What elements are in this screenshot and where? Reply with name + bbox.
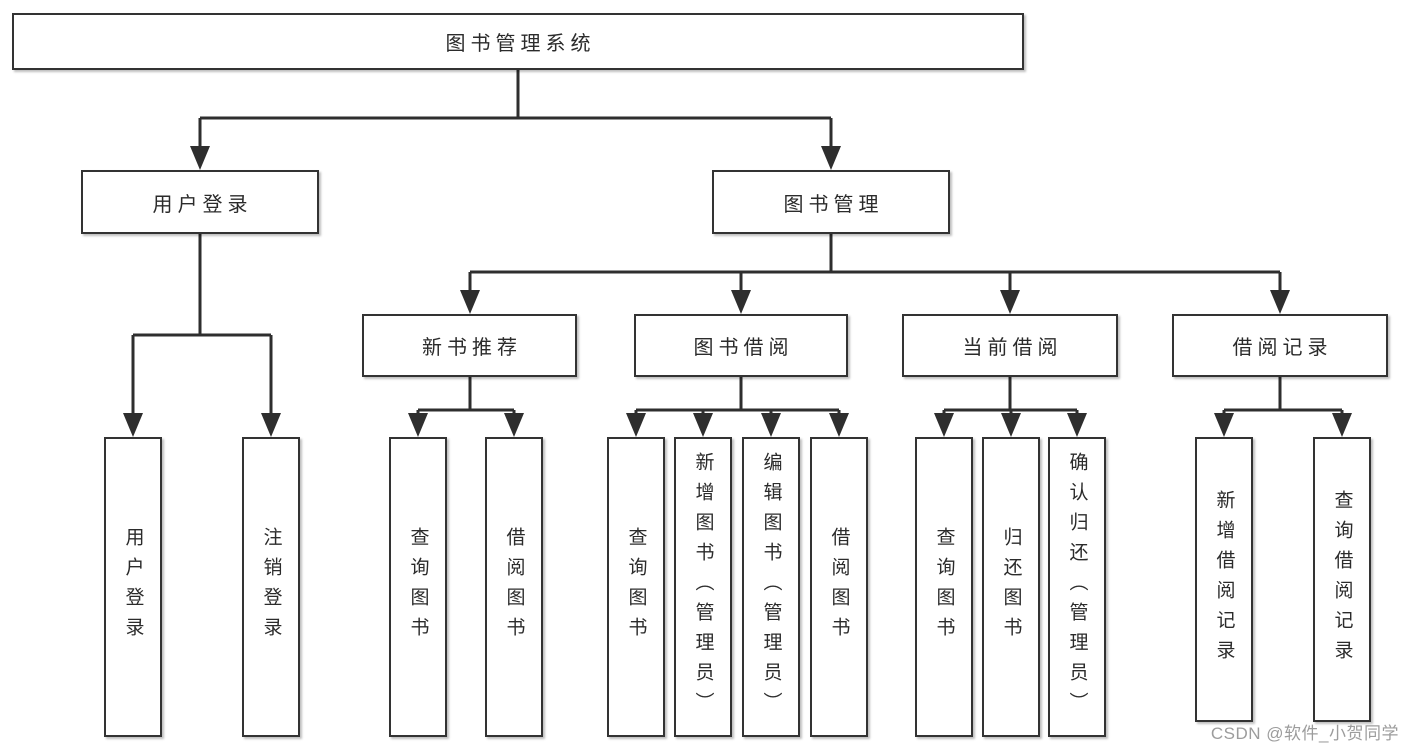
- leaf-logout-label: 注销登录: [260, 527, 282, 647]
- leaf-return-book-label: 归还图书: [1000, 527, 1022, 647]
- node-current-borrow: 当前借阅: [902, 314, 1118, 377]
- connector-borrow-records-to-leaves: [1214, 377, 1352, 437]
- csdn-watermark: CSDN @软件_小贺同学: [1210, 724, 1399, 743]
- node-new-book-recommend: 新书推荐: [362, 314, 577, 377]
- node-current-borrow-label: 当前借阅: [962, 337, 1063, 359]
- node-root-label: 图书管理系统: [445, 33, 596, 55]
- connector-book-management-to-level3: [460, 234, 1290, 314]
- leaf-edit-book-admin: 编辑图书（管理员）: [742, 437, 800, 737]
- leaf-confirm-return-admin-label: 确认归还（管理员）: [1066, 452, 1088, 722]
- node-user-login-label: 用户登录: [152, 193, 253, 216]
- node-borrow-records-label: 借阅记录: [1232, 337, 1333, 359]
- connector-new-book-recommend-to-leaves: [408, 377, 524, 437]
- node-book-management-label: 图书管理: [783, 193, 884, 216]
- leaf-add-book-admin: 新增图书（管理员）: [674, 437, 732, 737]
- leaf-borrow-books-recommend: 借阅图书: [485, 437, 543, 737]
- leaf-query-borrow-record: 查询借阅记录: [1313, 437, 1371, 722]
- leaf-query-books-current: 查询图书: [915, 437, 973, 737]
- leaf-query-books-borrow-label: 查询图书: [625, 527, 647, 647]
- leaf-query-books-recommend-label: 查询图书: [407, 527, 429, 647]
- node-user-login: 用户登录: [81, 170, 319, 234]
- node-book-borrow-label: 图书借阅: [693, 337, 794, 359]
- leaf-query-borrow-record-label: 查询借阅记录: [1331, 489, 1353, 670]
- leaf-add-borrow-record: 新增借阅记录: [1195, 437, 1253, 722]
- connector-user-login-to-leaves: [123, 234, 281, 437]
- leaf-confirm-return-admin: 确认归还（管理员）: [1048, 437, 1106, 737]
- connector-root-to-level2: [190, 70, 841, 170]
- node-book-borrow: 图书借阅: [634, 314, 848, 377]
- leaf-user-login-label: 用户登录: [122, 527, 144, 647]
- leaf-query-books-recommend: 查询图书: [389, 437, 447, 737]
- node-book-management: 图书管理: [712, 170, 950, 234]
- leaf-edit-book-admin-label: 编辑图书（管理员）: [760, 452, 782, 722]
- connector-book-borrow-to-leaves: [626, 377, 849, 437]
- leaf-borrow-books-borrow: 借阅图书: [810, 437, 868, 737]
- node-new-book-recommend-label: 新书推荐: [422, 337, 522, 359]
- leaf-query-books-borrow: 查询图书: [607, 437, 665, 737]
- leaf-return-book: 归还图书: [982, 437, 1040, 737]
- leaf-add-borrow-record-label: 新增借阅记录: [1213, 489, 1235, 670]
- connector-current-borrow-to-leaves: [934, 377, 1087, 437]
- leaf-add-book-admin-label: 新增图书（管理员）: [692, 452, 714, 722]
- leaf-borrow-books-recommend-label: 借阅图书: [503, 527, 525, 647]
- node-root: 图书管理系统: [12, 13, 1024, 70]
- leaf-borrow-books-borrow-label: 借阅图书: [828, 527, 850, 647]
- leaf-query-books-current-label: 查询图书: [933, 527, 955, 647]
- leaf-user-login: 用户登录: [104, 437, 162, 737]
- node-borrow-records: 借阅记录: [1172, 314, 1388, 377]
- leaf-logout: 注销登录: [242, 437, 300, 737]
